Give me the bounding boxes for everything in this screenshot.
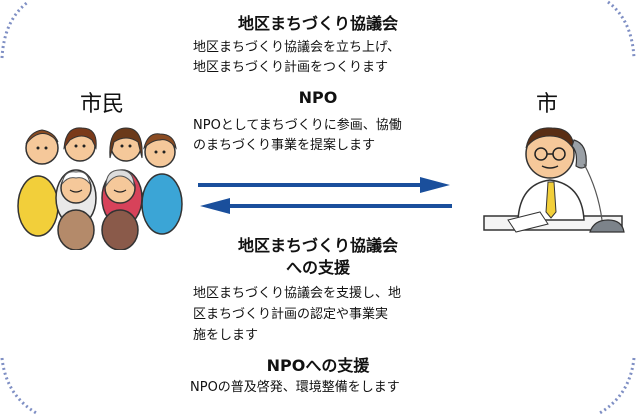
council-support-title-line-2: への支援 <box>285 258 350 277</box>
council-support-title-line-1: 地区まちづくり協議会 <box>237 236 398 255</box>
citizens-label: 市民 <box>80 92 125 117</box>
council-desc-line-2: 地区まちづくり計画をつくります <box>193 60 389 75</box>
council-desc-line-1: 地区まちづくり協議会を立ち上げ、 <box>193 40 401 55</box>
council-support-desc-line-3: 施をします <box>193 328 259 343</box>
corner-decoration-top-right <box>607 0 636 59</box>
npo-title: NPO <box>298 88 338 107</box>
council-support-desc-line-2: 区まちづくり計画の認定や事業実 <box>193 307 389 322</box>
npo-support-desc: NPOの普及啓発、環境整備をします <box>190 380 400 395</box>
npo-support-title: NPOへの支援 <box>266 356 370 375</box>
council-title: 地区まちづくり協議会 <box>237 14 398 33</box>
arrow-citizens-to-city <box>198 177 450 193</box>
council-support-desc-line-1: 地区まちづくり協議会を支援し、地 <box>193 286 402 301</box>
npo-desc-line-1: NPOとしてまちづくりに参画、協働 <box>193 118 402 133</box>
city-official-illustration <box>483 127 625 233</box>
corner-decoration-bottom-left <box>0 357 39 416</box>
corner-decoration-top-left <box>0 0 29 59</box>
arrow-city-to-citizens <box>200 198 452 214</box>
city-label: 市 <box>536 92 559 117</box>
corner-decoration-bottom-right <box>597 357 636 416</box>
npo-desc-line-2: のまちづくり事業を提案します <box>193 138 376 153</box>
citizens-group-illustration <box>17 127 183 250</box>
